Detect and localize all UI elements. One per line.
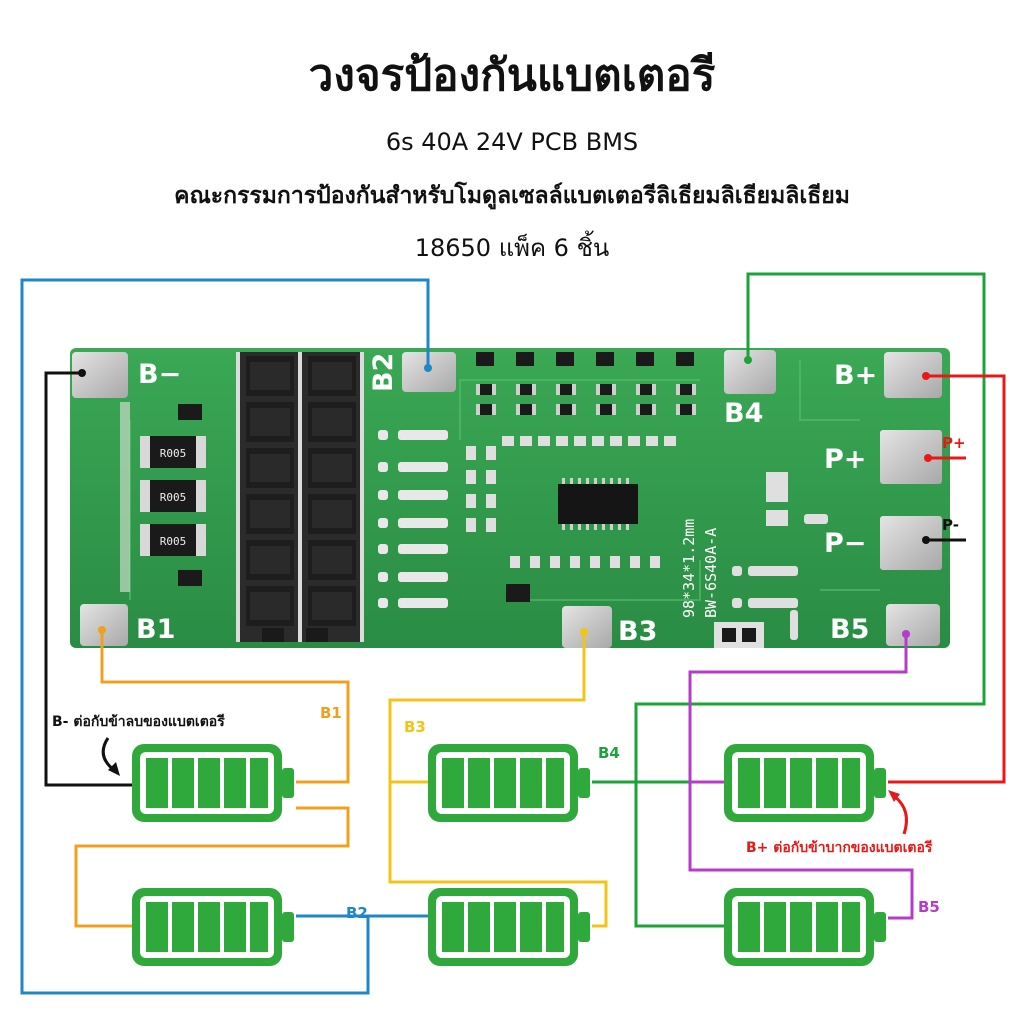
pad-b1: B1 — [80, 604, 175, 646]
negative-arrow-icon — [101, 737, 115, 772]
b-plus-wire — [888, 374, 1006, 784]
pad-label-b5: B5 — [830, 614, 869, 645]
pad-label-b1: B1 — [136, 614, 175, 645]
pad-label-b4: B4 — [724, 398, 763, 429]
balance-resistors — [378, 430, 448, 608]
b-minus-wire — [44, 371, 132, 787]
pad-label-p-minus: P− — [824, 528, 866, 559]
b3-wire-link — [388, 782, 608, 928]
resistor-label: R005 — [160, 491, 187, 504]
b5-wire — [688, 634, 914, 920]
pad-label-b3: B3 — [618, 616, 657, 647]
b4-wire-label: B4 — [598, 744, 620, 762]
negative-arrow-head-icon — [108, 762, 120, 776]
b2-wire — [20, 278, 430, 995]
b1-wire — [100, 630, 350, 784]
battery-cell-6 — [724, 744, 886, 822]
model-subtitle: 6s 40A 24V PCB BMS — [385, 128, 639, 156]
pad-b4: B4 — [724, 350, 776, 429]
pack-subtitle: 18650 แพ็ค 6 ชิ้น — [414, 234, 610, 262]
b4-wire — [634, 272, 986, 928]
battery-cell-4 — [428, 744, 590, 822]
pad-b5: B5 — [830, 604, 940, 646]
page-title: วงจรป้องกันแบตเตอรี — [308, 50, 716, 101]
mosfet-array — [236, 352, 364, 642]
battery-cell-5 — [724, 888, 886, 966]
positive-terminal-note: B+ ต่อกับข้าบากของแบตเตอรี — [746, 840, 933, 856]
pad-b-minus: B− — [72, 352, 181, 398]
description-subtitle: คณะกรรมการป้องกันสำหรับโมดูลเซลล์แบตเตอร… — [174, 183, 850, 209]
b3-wire-label: B3 — [404, 718, 426, 736]
bms-ic-chip — [558, 478, 638, 530]
pad-label-b-minus: B− — [138, 359, 181, 390]
board-model-code: BW-6S40A-A — [702, 528, 720, 618]
pad-b-plus: B+ — [834, 352, 942, 398]
b3-wire — [388, 632, 586, 784]
b1-wire-label: B1 — [320, 704, 342, 722]
resistor-label: R005 — [160, 447, 187, 460]
battery-cell-3 — [428, 888, 590, 966]
battery-cell-2 — [132, 888, 294, 966]
pad-b3: B3 — [562, 606, 657, 648]
battery-cell-1 — [132, 744, 294, 822]
pad-p-plus: P+ — [824, 430, 942, 484]
pad-label-b2: B2 — [368, 353, 399, 392]
pad-p-minus: P− — [824, 516, 942, 570]
b2-wire-label: B2 — [346, 904, 368, 922]
pad-b2: B2 — [368, 352, 456, 392]
negative-terminal-note: B- ต่อกับข้าลบของแบตเตอรี — [52, 714, 225, 730]
balance-transistors — [466, 352, 696, 602]
pad-label-b-plus: B+ — [834, 360, 877, 391]
b1-wire-link — [74, 806, 350, 928]
output-components — [714, 472, 828, 648]
positive-arrow-icon — [893, 794, 908, 835]
shunt-resistors: R005 R005 R005 — [120, 402, 206, 592]
board-size-code: 98*34*1.2mm — [680, 519, 698, 618]
positive-arrow-head-icon — [888, 790, 900, 802]
p-minus-wire: P- — [926, 516, 966, 542]
resistor-label: R005 — [160, 535, 187, 548]
p-minus-wire-label: P- — [942, 516, 959, 534]
b5-wire-label: B5 — [918, 898, 940, 916]
pad-label-p-plus: P+ — [824, 444, 866, 475]
p-plus-wire-label: P+ — [942, 434, 966, 452]
p-plus-wire: P+ — [928, 434, 966, 460]
